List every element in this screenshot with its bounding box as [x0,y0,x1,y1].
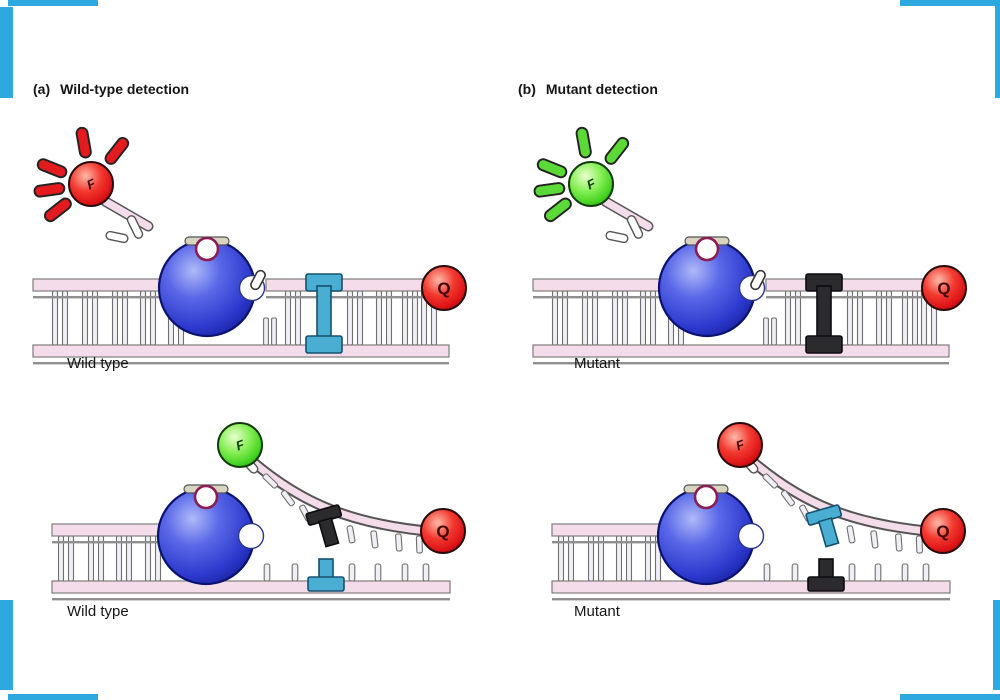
fluorophore-ball: F [68,161,114,207]
dna-strands [51,523,451,601]
enzyme-top-notch [194,236,220,262]
frame-bottom-left-vertical [0,600,13,690]
enzyme-active-site-notch [237,522,265,550]
panel-a-title: (a) Wild-type detection [33,81,189,97]
panel-a-row2-scene: FQ [51,422,466,601]
panel-a-fluorescence-burst: F [33,126,154,244]
allele-base-pair [805,273,843,354]
fluorophore-ball: F [568,161,614,207]
panel-b-row2-scene: FQ [551,422,966,601]
dna-polymerase [657,236,766,338]
probe-allele-base [805,504,843,548]
panel-b-title-text: Mutant detection [545,81,658,97]
frame-bottom-left-horizontal [8,694,98,700]
panel-b-row1-label: Mutant [574,355,620,372]
dna-polymerase [656,484,765,586]
panel-b-row2-label: Mutant [574,603,620,620]
frame-top-left-vertical [0,7,13,98]
quencher-letter: Q [936,522,949,541]
panel-a-row1-scene: Q [32,236,467,365]
panel-b-tag: (b) [518,81,536,97]
quencher-ball: Q [421,265,467,311]
displaced-probe [246,455,444,554]
template-allele-base [307,558,345,592]
panel-a-row2-label: Wild type [67,603,129,620]
fluorophore-ball: F [217,422,263,468]
frame-bottom-right-horizontal [900,694,1000,700]
panel-b-title: (b) Mutant detection [518,81,658,97]
enzyme-top-notch [693,484,719,510]
frame-top-right-horizontal [900,0,1000,6]
displaced-probe [746,455,944,554]
dna-strands [551,523,951,601]
panel-b-fluorescence-burst: F [533,126,654,244]
panel-b-row1-scene: Q [532,236,967,365]
frame-top-right-vertical [995,2,1000,98]
frame-bottom-right-vertical [993,600,1000,690]
enzyme-top-notch [193,484,219,510]
cleaved-probe-fragment [100,196,154,244]
fluorophore-ball: F [717,422,763,468]
panel-a-tag: (a) [33,81,51,97]
quencher-ball: Q [420,508,466,554]
quencher-letter: Q [437,279,450,298]
allele-base-pair [305,273,343,354]
dna-polymerase [157,236,266,338]
dna-polymerase [156,484,265,586]
frame-top-left-horizontal [8,0,98,6]
enzyme-active-site-notch [737,522,765,550]
quencher-letter: Q [937,279,950,298]
cleaved-probe-fragment [600,196,654,244]
dna-strands [532,278,950,365]
panel-a-title-text: Wild-type detection [60,81,190,97]
quencher-letter: Q [436,522,449,541]
quencher-ball: Q [920,508,966,554]
panel-a-row1-label: Wild type [67,355,129,372]
enzyme-top-notch [694,236,720,262]
probe-allele-base [305,504,343,548]
quencher-ball: Q [921,265,967,311]
rungs [557,535,930,582]
template-allele-base [807,558,845,592]
